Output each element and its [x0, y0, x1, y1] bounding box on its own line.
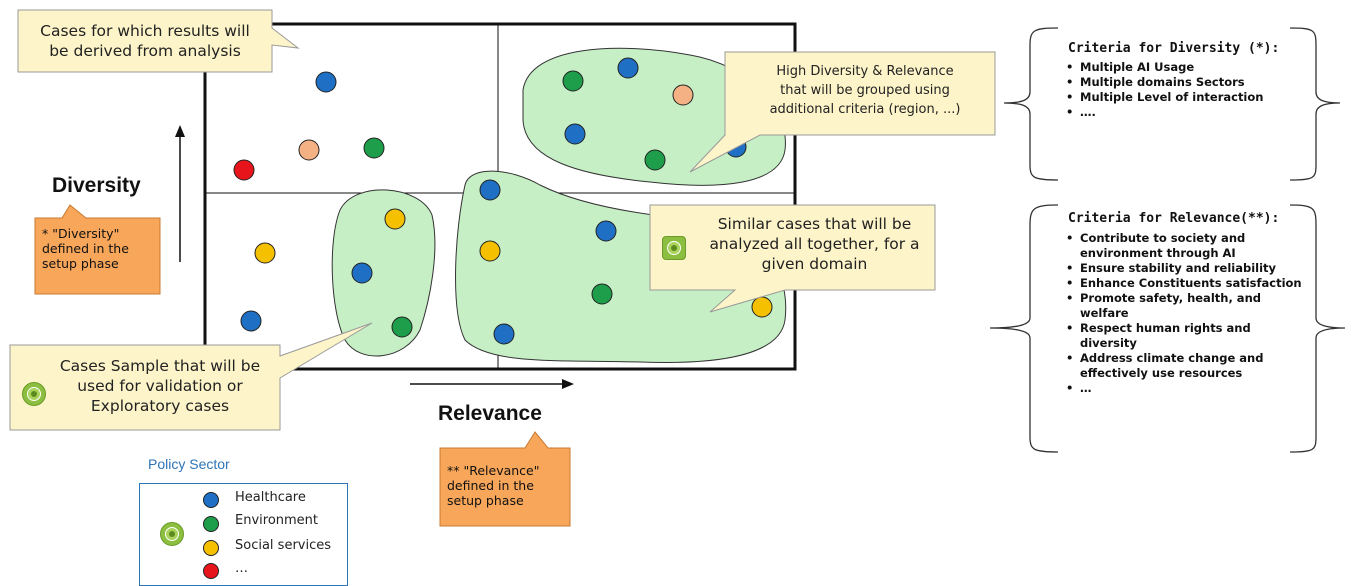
point-environment	[591, 283, 613, 305]
note-diversity-line: defined in the	[42, 241, 129, 256]
magnifier-icon	[160, 522, 184, 546]
note-relevance-shape	[439, 431, 571, 527]
point-social	[479, 240, 501, 262]
matrix-frame	[203, 22, 797, 371]
criteria-diversity-item: Multiple domains Sectors	[1062, 75, 1312, 90]
point-healthcare	[351, 262, 373, 284]
case-points	[233, 57, 773, 345]
callout-similar-cases-shape	[649, 204, 936, 313]
criteria-relevance-item: Enhance Constituents satisfaction	[1062, 276, 1310, 291]
callout-similar-cases: Similar cases that will be analyzed all …	[692, 214, 937, 274]
y-axis-label: Diversity	[52, 174, 141, 197]
callout-top-left-shape	[17, 9, 300, 73]
point-healthcare	[493, 323, 515, 345]
point-healthcare	[595, 220, 617, 242]
criteria-relevance-item: Promote safety, health, and welfare	[1062, 291, 1310, 321]
cluster-sample-cases	[331, 189, 436, 357]
criteria-diversity-item: ….	[1062, 105, 1312, 120]
callout-high-diversity: High Diversity & Relevance that will be …	[740, 62, 990, 119]
legend-label-social-services: Social services	[235, 538, 332, 553]
callout-top-left-line: Cases for which results will	[40, 22, 250, 40]
point-environment	[391, 316, 413, 338]
legend-label-other: …	[235, 561, 248, 576]
criteria-relevance-list: Contribute to society and environment th…	[1062, 231, 1310, 396]
callout-sample-cases-line: used for validation or	[77, 377, 243, 395]
note-diversity-shape	[34, 204, 161, 295]
y-axis-arrowhead	[175, 125, 185, 137]
criteria-diversity-list: Multiple AI Usage Multiple domains Secto…	[1062, 60, 1312, 120]
callout-sample-cases-shape	[9, 322, 373, 431]
note-diversity-line: * "Diversity"	[42, 226, 120, 241]
point-healthcare	[617, 57, 639, 79]
callout-high-diversity-line: that will be grouped using	[780, 83, 950, 98]
criteria-relevance-item: …	[1062, 381, 1310, 396]
x-axis-label: Relevance	[438, 402, 542, 425]
point-environment	[644, 149, 666, 171]
note-relevance-line: ** "Relevance"	[447, 463, 540, 478]
callout-similar-cases-line: Similar cases that will be	[717, 215, 912, 233]
note-relevance: ** "Relevance" defined in the setup phas…	[447, 463, 540, 508]
x-axis-arrowhead	[562, 379, 574, 389]
legend-label-healthcare: Healthcare	[235, 490, 306, 505]
callout-sample-cases-line: Cases Sample that will be	[59, 357, 261, 375]
callout-sample-cases-line: Exploratory cases	[90, 397, 230, 415]
point-environment	[562, 70, 584, 92]
point-social	[384, 208, 406, 230]
criteria-relevance-title: Criteria for Relevance(**):	[1068, 211, 1280, 226]
criteria-diversity-item: Multiple Level of interaction	[1062, 90, 1312, 105]
point-light-orange	[672, 84, 694, 106]
callout-high-diversity-shape	[689, 51, 996, 173]
callout-top-left-line: be derived from analysis	[49, 42, 241, 60]
point-social	[751, 296, 773, 318]
point-light-orange	[298, 139, 320, 161]
note-diversity-line: setup phase	[42, 256, 119, 271]
note-relevance-line: defined in the	[447, 478, 534, 493]
callout-high-diversity-line: High Diversity & Relevance	[776, 64, 954, 79]
callout-high-diversity-line: additional criteria (region, ...)	[769, 102, 961, 117]
magnifier-icon	[662, 236, 686, 260]
point-other	[233, 159, 255, 181]
legend-dot-social-services	[203, 540, 219, 556]
legend-dot-healthcare	[203, 492, 219, 508]
legend-box: Healthcare Environment Social services …	[139, 483, 348, 586]
brace-relevance-left	[989, 204, 1059, 453]
cluster-similar-cases	[455, 170, 787, 363]
hand-stop-icon	[22, 382, 46, 406]
point-environment	[363, 137, 385, 159]
criteria-relevance-item: Respect human rights and diversity	[1062, 321, 1310, 351]
legend-dot-environment	[203, 516, 219, 532]
point-healthcare	[240, 310, 262, 332]
callout-similar-cases-line: analyzed all together, for a	[709, 235, 920, 253]
legend-title: Policy Sector	[148, 456, 230, 472]
criteria-relevance-item: Contribute to society and environment th…	[1062, 231, 1310, 261]
criteria-diversity-item: Multiple AI Usage	[1062, 60, 1312, 75]
criteria-relevance-item: Address climate change and effectively u…	[1062, 351, 1310, 381]
point-healthcare	[479, 179, 501, 201]
point-healthcare	[315, 71, 337, 93]
note-relevance-line: setup phase	[447, 493, 524, 508]
brace-diversity-right	[1289, 27, 1341, 181]
callout-sample-cases: Cases Sample that will be used for valid…	[42, 356, 278, 416]
callout-similar-cases-line: given domain	[761, 255, 868, 273]
brace-diversity-left	[1003, 27, 1059, 181]
legend-dot-other	[203, 563, 219, 579]
point-healthcare	[564, 123, 586, 145]
criteria-relevance-item: Ensure stability and reliability	[1062, 261, 1310, 276]
note-diversity: * "Diversity" defined in the setup phase	[42, 226, 129, 271]
brace-relevance-right	[1289, 204, 1346, 453]
legend-label-environment: Environment	[235, 513, 319, 528]
criteria-diversity-title: Criteria for Diversity (*):	[1068, 41, 1280, 56]
callout-top-left: Cases for which results will be derived …	[18, 21, 272, 61]
point-social	[254, 242, 276, 264]
